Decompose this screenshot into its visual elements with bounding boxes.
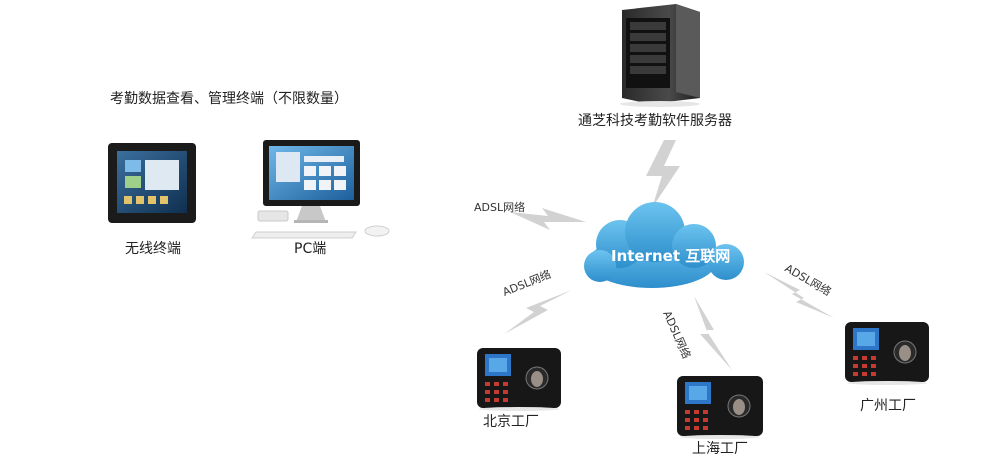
adsl-label-top-left: ADSL网络 bbox=[474, 201, 526, 214]
guangzhou-factory-label: 广州工厂 bbox=[860, 398, 916, 414]
internet-cloud-label: Internet 互联网 bbox=[611, 247, 731, 265]
internet-cloud bbox=[584, 202, 744, 288]
beijing-factory-label: 北京工厂 bbox=[483, 414, 539, 430]
view-manage-terminals-label: 考勤数据查看、管理终端（不限数量） bbox=[110, 91, 348, 107]
pc-terminal-label: PC端 bbox=[294, 241, 327, 257]
lightning-guangzhou bbox=[764, 272, 834, 318]
connection-lightning-links bbox=[504, 140, 834, 370]
lightning-adsl-left-top bbox=[510, 208, 586, 230]
lightning-server-cloud bbox=[646, 140, 680, 208]
terminal-shanghai-image bbox=[677, 376, 763, 439]
server-label: 通芝科技考勤软件服务器 bbox=[578, 113, 732, 129]
lightning-beijing bbox=[504, 290, 572, 334]
pc-image bbox=[251, 140, 390, 239]
lightning-shanghai bbox=[694, 296, 732, 370]
terminal-guangzhou-image bbox=[845, 322, 929, 385]
terminal-beijing-image bbox=[477, 348, 561, 411]
shanghai-factory-label: 上海工厂 bbox=[692, 441, 748, 457]
tablet-image bbox=[108, 143, 196, 223]
server-tower-image bbox=[620, 4, 700, 107]
wireless-terminal-label: 无线终端 bbox=[125, 241, 181, 257]
